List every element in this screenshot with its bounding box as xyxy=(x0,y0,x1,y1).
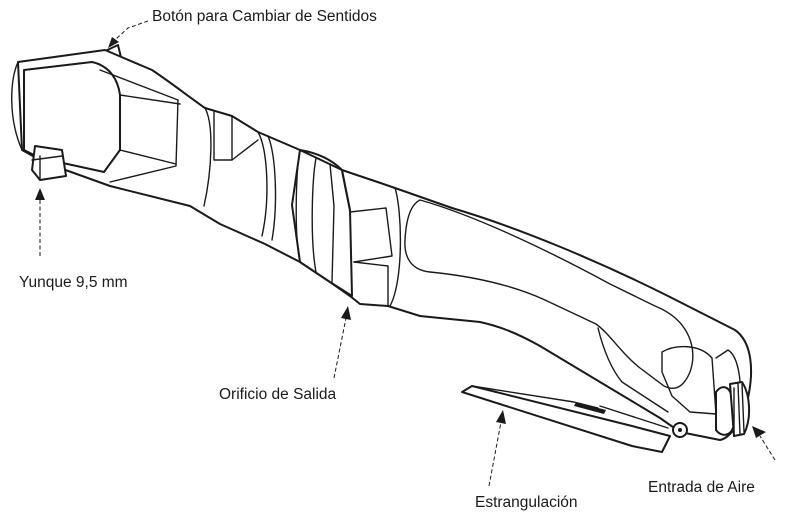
air-inlet-label: Entrada de Aire xyxy=(648,479,755,496)
throttle-lever xyxy=(461,385,688,453)
tool-body-outline xyxy=(17,49,753,441)
exhaust-port-leader xyxy=(333,306,351,379)
anvil-label: Yunque 9,5 mm xyxy=(19,274,128,291)
air-inlet-leader xyxy=(752,426,776,461)
anvil-square-drive xyxy=(31,145,67,181)
anvil-leader xyxy=(35,188,45,256)
air-inlet-fitting xyxy=(715,381,750,437)
exhaust-collar xyxy=(291,149,402,307)
ratchet-head-panel xyxy=(23,61,121,173)
throttle-leader xyxy=(488,410,506,487)
exhaust-port-label: Orificio de Salida xyxy=(219,386,337,403)
ratchet-head-recess xyxy=(99,69,179,183)
reverse-button-label: Botón para Cambiar de Sentidos xyxy=(152,8,377,25)
throttle-label: Estrangulación xyxy=(475,494,578,511)
reverse-button-leader xyxy=(108,20,149,48)
ratchet-head-face xyxy=(11,61,23,151)
handle-grip xyxy=(404,199,694,413)
